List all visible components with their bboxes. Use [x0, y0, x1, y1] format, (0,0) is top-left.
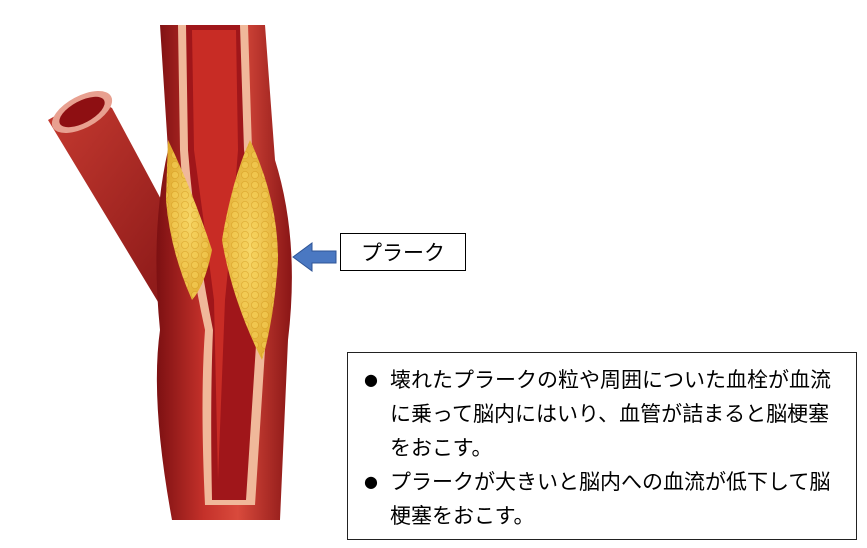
- bullet-icon: ●: [364, 370, 378, 389]
- notes-box: ● 壊れたプラークの粒や周囲についた血栓が血流に乗って脳内にはいり、血管が詰まる…: [347, 352, 857, 540]
- plaque-deposit-right: [222, 140, 278, 360]
- note-item: ● 壊れたプラークの粒や周囲についた血栓が血流に乗って脳内にはいり、血管が詰まる…: [364, 363, 846, 465]
- plaque-deposit-left: [166, 140, 212, 300]
- note-text: 壊れたプラークの粒や周囲についた血栓が血流に乗って脳内にはいり、血管が詰まると脳…: [390, 368, 831, 460]
- note-text: プラークが大きいと脳内への血流が低下して脳梗塞をおこす。: [390, 470, 831, 528]
- main-vessel: [156, 25, 292, 520]
- bullet-icon: ●: [364, 472, 378, 491]
- plaque-label-text: プラーク: [361, 241, 445, 265]
- plaque-pointer-arrow-icon: [292, 242, 337, 272]
- plaque-label: プラーク: [340, 233, 466, 271]
- note-item: ● プラークが大きいと脳内への血流が低下して脳梗塞をおこす。: [364, 465, 846, 533]
